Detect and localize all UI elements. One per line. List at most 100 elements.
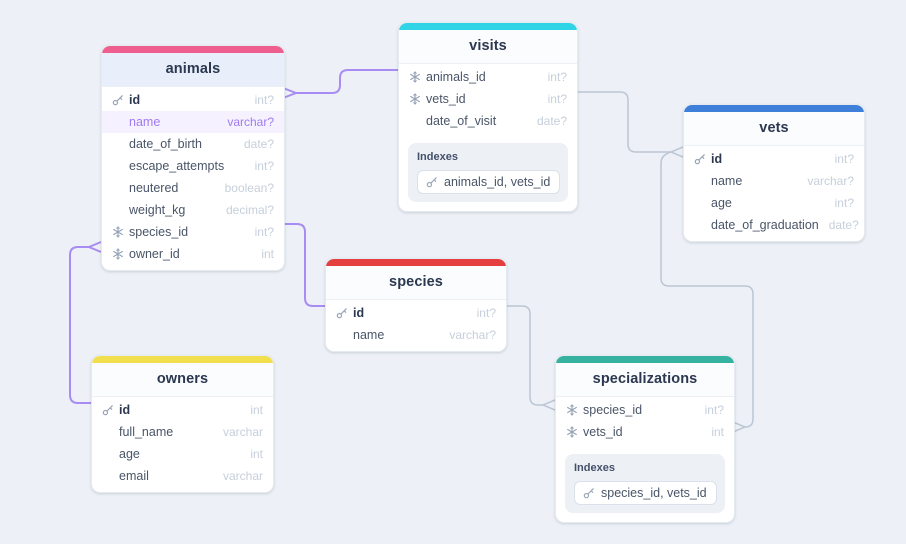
relationship-line-specializations.species_id-species.id[interactable]: [505, 305, 556, 411]
index-columns: species_id, vets_id: [601, 486, 707, 500]
field-row-neutered[interactable]: neutered boolean?: [102, 177, 284, 199]
field-row-owner_id[interactable]: owner_id int: [102, 243, 284, 265]
key-icon: [694, 154, 705, 165]
field-type: int?: [476, 306, 496, 320]
table-header[interactable]: animals: [102, 53, 284, 87]
field-type: int: [261, 247, 274, 261]
field-name: age: [119, 447, 140, 461]
indexes-section[interactable]: Indexes species_id, vets_id: [565, 454, 725, 513]
table-title: vets: [759, 120, 789, 136]
field-name: weight_kg: [129, 203, 186, 217]
table-header[interactable]: vets: [684, 112, 864, 146]
key-icon: [112, 95, 123, 106]
table-header[interactable]: species: [326, 266, 506, 300]
table-title: specializations: [592, 371, 698, 387]
relationship-line-visits.vets_id-vets.id[interactable]: [576, 91, 684, 158]
field-row-id[interactable]: id int: [92, 399, 273, 421]
relationship-line-specializations.vets_id-vets.id[interactable]: [660, 151, 754, 433]
field-icon-slot: [694, 153, 711, 165]
field-row-name[interactable]: name varchar?: [326, 324, 506, 346]
key-icon: [426, 177, 437, 188]
index-columns: animals_id, vets_id: [444, 175, 551, 189]
field-name: owner_id: [129, 247, 180, 261]
table-accent-bar: [326, 259, 506, 266]
field-name: id: [119, 403, 131, 417]
field-icon-slot: [112, 94, 129, 106]
table-header[interactable]: specializations: [556, 363, 734, 397]
key-icon: [336, 308, 347, 319]
foreign-key-icon: [410, 93, 420, 105]
field-name: id: [353, 306, 365, 320]
table-accent-bar: [399, 23, 577, 30]
field-row-id[interactable]: id int?: [326, 302, 506, 324]
field-type: date?: [536, 114, 567, 128]
field-type: varchar?: [449, 328, 496, 342]
field-name: date_of_visit: [426, 114, 497, 128]
field-name: date_of_birth: [129, 137, 202, 151]
foreign-key-icon: [113, 226, 123, 238]
foreign-key-icon: [567, 404, 577, 416]
field-row-age[interactable]: age int: [92, 443, 273, 465]
field-type: int?: [704, 403, 724, 417]
key-icon: [583, 488, 594, 499]
field-name: name: [353, 328, 385, 342]
index-pill[interactable]: species_id, vets_id: [574, 481, 717, 505]
relationship-line-animals.owner_id-owners.id[interactable]: [69, 241, 102, 404]
field-type: int: [250, 447, 263, 461]
table-accent-bar: [684, 105, 864, 112]
field-row-date_of_visit[interactable]: date_of_visit date?: [399, 110, 577, 132]
table-header[interactable]: owners: [92, 363, 273, 397]
field-type: boolean?: [224, 181, 274, 195]
field-name: neutered: [129, 181, 179, 195]
field-name: id: [129, 93, 141, 107]
table-title: visits: [469, 38, 507, 54]
field-icon-slot: [566, 426, 583, 438]
table-header[interactable]: visits: [399, 30, 577, 64]
field-name: email: [119, 469, 149, 483]
field-icon-slot: [112, 248, 129, 260]
indexes-label: Indexes: [574, 462, 615, 474]
field-type: varchar?: [807, 174, 854, 188]
relationship-line-animals.species_id-species.id[interactable]: [283, 223, 325, 307]
field-type: int?: [254, 225, 274, 239]
field-name: animals_id: [426, 70, 486, 84]
relationship-line-visits.animals_id-animals.id[interactable]: [282, 69, 398, 99]
table-species[interactable]: species id int? name varchar?: [325, 258, 507, 352]
field-type: int: [250, 403, 263, 417]
field-name: date_of_graduation: [711, 218, 819, 232]
field-icon-slot: [409, 93, 426, 105]
field-icon-slot: [112, 226, 129, 238]
field-type: int: [711, 425, 724, 439]
key-icon: [102, 405, 113, 416]
index-pill[interactable]: animals_id, vets_id: [417, 170, 560, 194]
field-row-weight_kg[interactable]: weight_kg decimal?: [102, 199, 284, 221]
field-list: id int? name varchar?: [326, 300, 506, 351]
field-type: decimal?: [225, 203, 274, 217]
